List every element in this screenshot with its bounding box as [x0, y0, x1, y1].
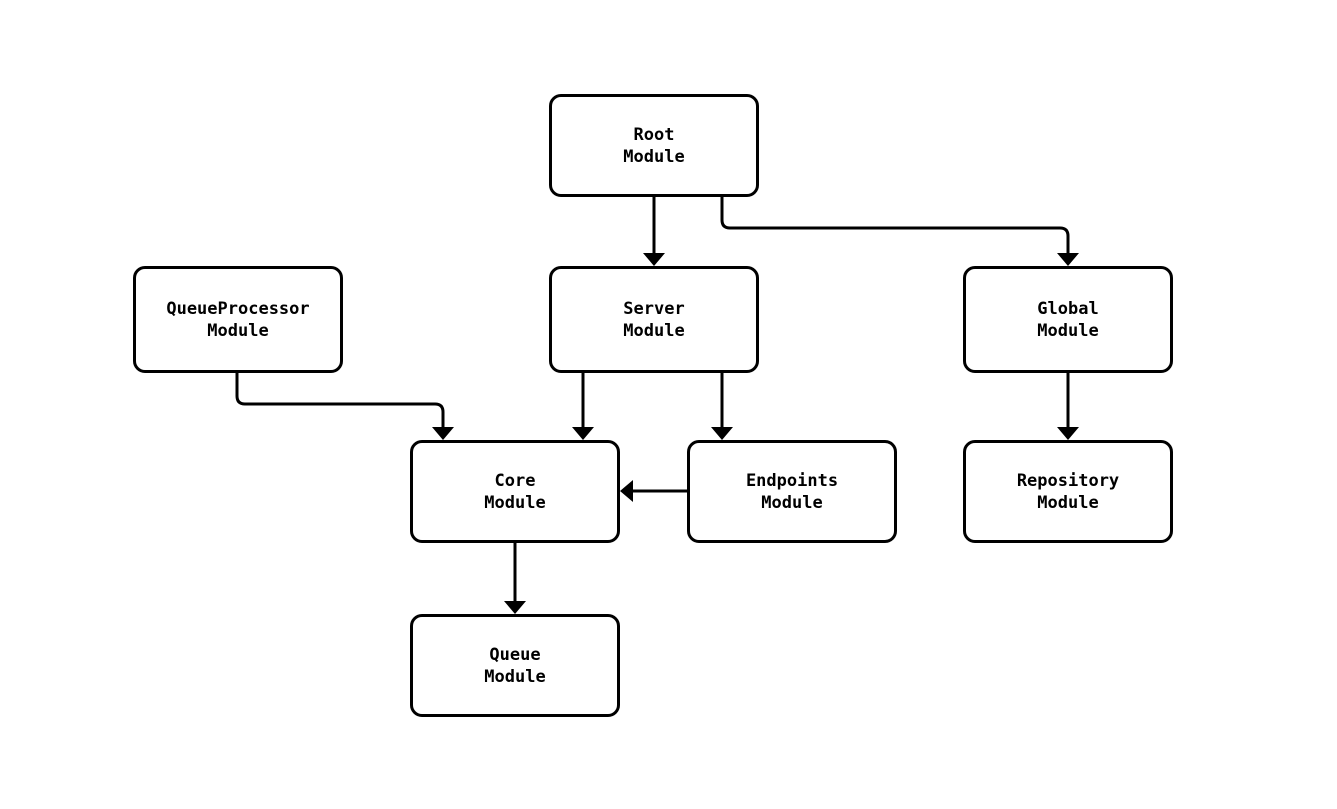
- node-repository-module-label-line2: Module: [1037, 492, 1099, 513]
- node-root-module-label-line2: Module: [623, 146, 685, 167]
- edge-root-global: [720, 197, 1070, 256]
- arrowhead-root-global: [1057, 253, 1079, 266]
- arrowhead-core-queue: [504, 601, 526, 614]
- node-repository-module-label-line1: Repository: [1016, 470, 1120, 491]
- arrowhead-server-core: [572, 427, 594, 440]
- node-global-module-label-line1: Global: [1037, 298, 1099, 319]
- node-repository-module[interactable]: Repository Module: [963, 440, 1173, 543]
- node-core-module-label-line2: Module: [484, 492, 546, 513]
- node-global-module-label-line2: Module: [1037, 320, 1099, 341]
- node-server-module-label-line1: Server: [623, 298, 685, 319]
- node-root-module-label-line1: Root: [633, 124, 675, 145]
- arrowhead-server-endpoints: [711, 427, 733, 440]
- arrowhead-endpoints-core: [620, 480, 633, 502]
- node-queueprocessor-module-label-line2: Module: [207, 320, 269, 341]
- node-global-module[interactable]: Global Module: [963, 266, 1173, 373]
- arrowhead-queueprocessor-core: [432, 427, 454, 440]
- arrowhead-root-server: [643, 253, 665, 266]
- node-endpoints-module[interactable]: Endpoints Module: [687, 440, 897, 543]
- node-queueprocessor-module-label-line1: QueueProcessor: [166, 298, 310, 319]
- node-core-module[interactable]: Core Module: [410, 440, 620, 543]
- node-endpoints-module-label-line2: Module: [761, 492, 823, 513]
- node-queue-module-label-line1: Queue: [489, 644, 541, 665]
- node-queueprocessor-module[interactable]: QueueProcessor Module: [133, 266, 343, 373]
- node-root-module[interactable]: Root Module: [549, 94, 759, 197]
- node-core-module-label-line1: Core: [494, 470, 536, 491]
- node-queue-module-label-line2: Module: [484, 666, 546, 687]
- edge-queueprocessor-core: [235, 373, 445, 430]
- node-server-module[interactable]: Server Module: [549, 266, 759, 373]
- arrowhead-global-repository: [1057, 427, 1079, 440]
- node-endpoints-module-label-line1: Endpoints: [745, 470, 839, 491]
- node-queue-module[interactable]: Queue Module: [410, 614, 620, 717]
- node-server-module-label-line2: Module: [623, 320, 685, 341]
